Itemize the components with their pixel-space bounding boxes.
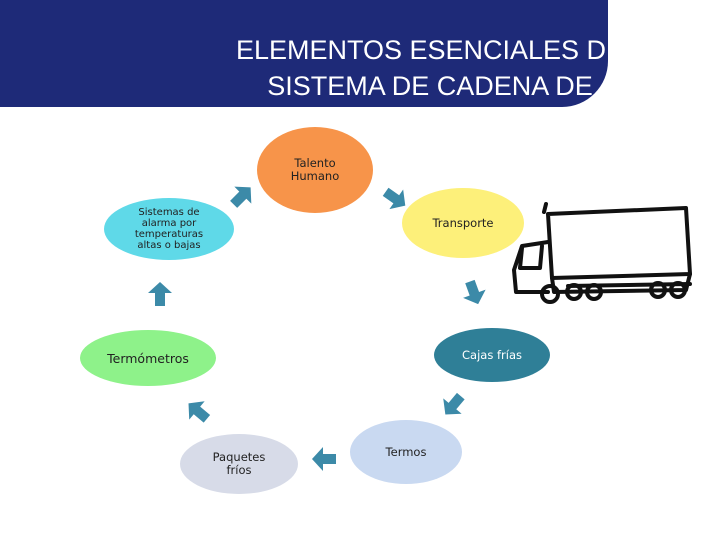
arrow-icon	[148, 282, 172, 306]
node-termos: Termos	[350, 420, 462, 484]
node-label: Transporte	[432, 215, 494, 230]
title-line-2: SISTEMA DE CADENA DE	[267, 71, 593, 101]
node-transporte: Transporte	[402, 188, 524, 258]
arrow-icon	[312, 447, 336, 471]
node-label: Termómetros	[107, 350, 189, 366]
node-label: Paquetes fríos	[212, 450, 266, 477]
arrow-icon	[458, 277, 490, 309]
title-banner: ELEMENTOS ESENCIALES DE SISTEMA DE CADEN…	[0, 0, 608, 107]
slide-title: ELEMENTOS ESENCIALES DE SISTEMA DE CADEN…	[170, 32, 608, 104]
node-label: Sistemas de alarma por temperaturas alta…	[134, 207, 204, 251]
truck-icon	[512, 202, 692, 304]
node-label: Talento Humano	[290, 156, 340, 183]
node-paquetes-frios: Paquetes fríos	[180, 434, 298, 494]
node-termometros: Termómetros	[80, 330, 216, 386]
title-line-1: ELEMENTOS ESENCIALES DE	[235, 35, 608, 65]
arrow-icon	[436, 388, 470, 423]
node-label: Termos	[385, 444, 427, 459]
node-cajas-frias: Cajas frías	[434, 328, 550, 382]
arrow-icon	[180, 394, 215, 428]
node-sistemas-de-alarma: Sistemas de alarma por temperaturas alta…	[104, 198, 234, 260]
node-label: Cajas frías	[462, 347, 522, 362]
node-talento-humano: Talento Humano	[257, 127, 373, 213]
arrow-icon	[225, 178, 260, 213]
